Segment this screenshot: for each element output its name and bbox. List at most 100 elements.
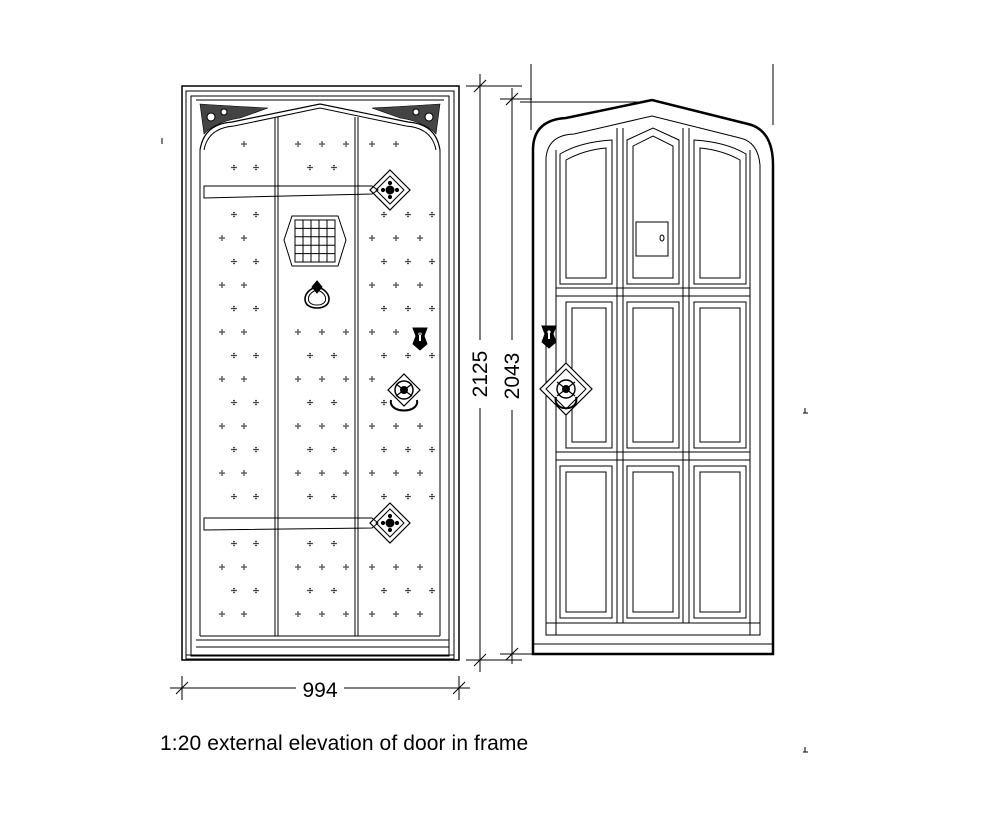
stud <box>319 470 325 476</box>
door-outer-profile <box>531 98 775 656</box>
stud <box>241 282 247 288</box>
stud <box>241 470 247 476</box>
door-frame-inner <box>185 90 455 660</box>
stud <box>405 493 411 500</box>
hinge-fleur-top <box>369 169 411 211</box>
stud <box>393 235 399 241</box>
stud <box>331 587 337 594</box>
stud <box>307 352 313 359</box>
keyhole-escutcheon-right <box>541 325 557 349</box>
stud <box>381 305 387 312</box>
stud <box>241 235 247 241</box>
stud <box>417 235 423 241</box>
stud <box>253 540 259 547</box>
stud <box>381 211 387 218</box>
stud <box>369 376 375 382</box>
stud <box>429 493 435 500</box>
stud <box>429 352 435 359</box>
stud <box>253 258 259 265</box>
stud <box>429 587 435 594</box>
stud <box>219 423 225 429</box>
stud <box>331 446 337 453</box>
stud <box>343 376 349 382</box>
stud <box>219 376 225 382</box>
stud <box>405 211 411 218</box>
stud <box>231 305 237 312</box>
stud <box>331 493 337 500</box>
stud <box>417 564 423 570</box>
stud <box>319 423 325 429</box>
stud <box>417 282 423 288</box>
stud <box>343 470 349 476</box>
door-studs <box>219 141 435 617</box>
speakeasy-grille <box>283 215 347 267</box>
stud <box>393 282 399 288</box>
stud <box>417 423 423 429</box>
stud <box>231 493 237 500</box>
stud <box>219 470 225 476</box>
stud <box>231 258 237 265</box>
panel-top-left <box>559 139 613 285</box>
stud <box>343 423 349 429</box>
stud <box>231 211 237 218</box>
stud <box>307 399 313 406</box>
ring-knocker <box>304 280 330 309</box>
stud <box>343 329 349 335</box>
stud <box>253 164 259 171</box>
stud <box>405 305 411 312</box>
overall-height-label: 2125 <box>469 351 492 398</box>
stud <box>429 305 435 312</box>
stud <box>393 611 399 617</box>
stud <box>369 470 375 476</box>
stud <box>393 329 399 335</box>
stud <box>231 540 237 547</box>
stud <box>231 446 237 453</box>
stud <box>295 423 301 429</box>
stud <box>295 470 301 476</box>
stud <box>253 399 259 406</box>
stud <box>231 399 237 406</box>
stud <box>369 564 375 570</box>
panel-bottom-centre <box>626 465 680 619</box>
stud <box>295 611 301 617</box>
stud <box>253 446 259 453</box>
stud <box>369 282 375 288</box>
width-dimension <box>170 676 470 700</box>
stud <box>253 305 259 312</box>
door-height-label: 2043 <box>501 353 524 400</box>
external-elevation-view <box>181 85 460 661</box>
stud <box>393 141 399 147</box>
stud <box>295 376 301 382</box>
stud <box>253 211 259 218</box>
stud <box>429 446 435 453</box>
stud <box>241 423 247 429</box>
stud <box>405 258 411 265</box>
stud <box>405 587 411 594</box>
arched-door-head <box>199 103 441 151</box>
carved-spandrel-right <box>371 103 441 135</box>
stud <box>417 329 423 335</box>
stud <box>381 399 387 406</box>
stud <box>307 164 313 171</box>
stray-marks <box>161 138 808 753</box>
stud <box>343 611 349 617</box>
hinge-fleur-bottom <box>369 502 411 544</box>
stud <box>253 352 259 359</box>
stud <box>369 423 375 429</box>
door-frame-outer <box>181 85 460 661</box>
panel-bottom-left <box>559 465 613 619</box>
stud <box>319 611 325 617</box>
stud <box>231 164 237 171</box>
stud <box>369 329 375 335</box>
panel-top-centre <box>626 127 680 285</box>
stud <box>307 446 313 453</box>
stud <box>393 564 399 570</box>
stud <box>295 141 301 147</box>
ring-handle-right <box>539 362 593 416</box>
stud <box>343 564 349 570</box>
stud <box>219 235 225 241</box>
stud <box>417 611 423 617</box>
carved-spandrel-left <box>199 103 269 135</box>
stud <box>331 352 337 359</box>
